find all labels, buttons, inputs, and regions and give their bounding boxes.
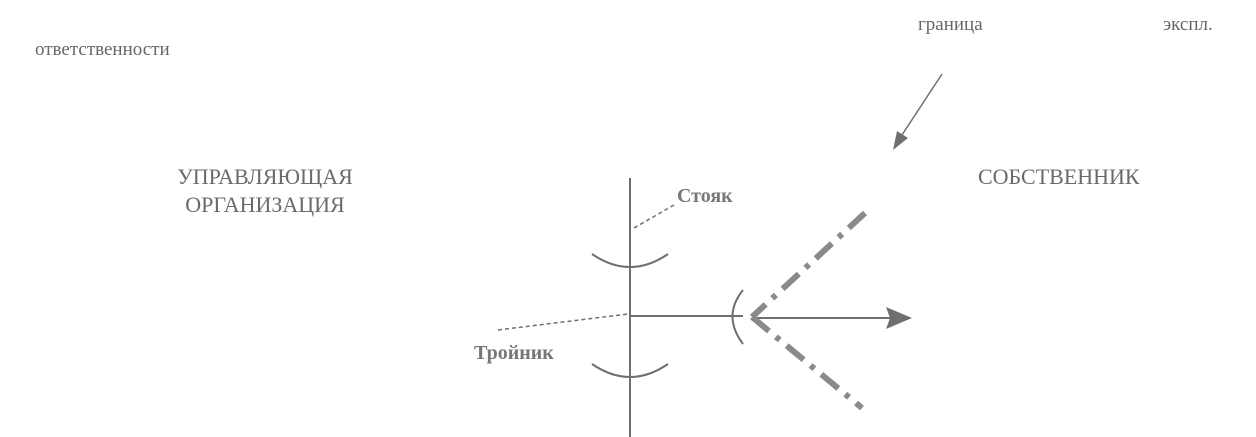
- management-line-1: УПРАВЛЯЮЩАЯ: [177, 164, 353, 189]
- boundary-label: граница: [918, 14, 983, 35]
- tee-leader: [497, 313, 629, 331]
- riser-label: Стояк: [677, 185, 733, 207]
- management-company-block: УПРАВЛЯЮЩАЯ ОРГАНИЗАЦИЯ: [150, 163, 380, 219]
- lower-coupling: [591, 363, 669, 378]
- riser-leader: [633, 204, 675, 229]
- management-line-2: ОРГАНИЗАЦИЯ: [185, 192, 345, 217]
- branch-coupling: [731, 289, 744, 345]
- responsibility-label: ответственности: [35, 39, 170, 60]
- boundary-pointer-line: [899, 73, 943, 139]
- owner-label: СОБСТВЕННИК: [978, 164, 1140, 189]
- boundary-line-upper: [749, 210, 868, 320]
- upper-coupling: [591, 253, 669, 268]
- boundary-pointer-head: [893, 131, 908, 150]
- boundary-line-lower: [750, 314, 864, 411]
- tee-label: Тройник: [474, 342, 554, 364]
- exploitation-label: экспл.: [1163, 14, 1213, 35]
- owner-arrow-head: [886, 307, 912, 329]
